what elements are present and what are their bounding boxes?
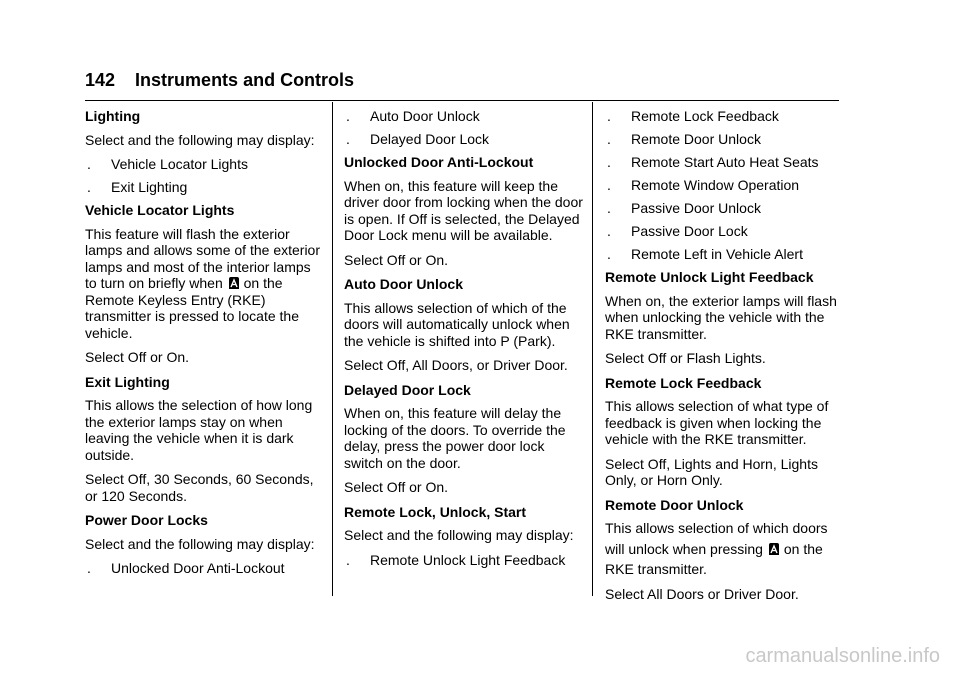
- list-item-text: Remote Door Unlock: [631, 131, 761, 147]
- paragraph: Select All Doors or Driver Door.: [605, 585, 799, 602]
- heading-lighting: Lighting: [85, 108, 141, 124]
- paragraph: Select Off, 30 Seconds, 60 Seconds, or 1…: [85, 471, 314, 504]
- list-item-text: Remote Lock Feedback: [631, 108, 779, 124]
- page-number: 142: [85, 70, 116, 90]
- key-fob-icon: [227, 276, 241, 290]
- column-2: . Auto Door Unlock . Delayed Door Lock Unl…: [344, 108, 584, 575]
- paragraph-text: will unlock when pressing: [605, 540, 763, 557]
- paragraph: This allows the selection of how long th…: [85, 397, 313, 463]
- bullet: .: [607, 131, 611, 147]
- heading-vehicle-locator-lights: Vehicle Locator Lights: [85, 202, 235, 218]
- paragraph: RKE transmitter.: [605, 561, 707, 577]
- paragraph: This feature will flash the exterior lam…: [85, 226, 325, 342]
- watermark: carmanualsonline.info: [745, 645, 940, 667]
- heading-remote-unlock-light-feedback: Remote Unlock Light Feedback: [605, 269, 814, 285]
- column-3: . Remote Lock Feedback . Remote Door Unloc…: [605, 108, 845, 610]
- bullet: .: [346, 551, 350, 568]
- heading-remote-door-unlock: Remote Door Unlock: [605, 496, 744, 513]
- list-item: . Unlocked Door Anti-Lockout: [85, 560, 325, 577]
- list-item-text: Remote Window Operation: [631, 177, 800, 193]
- bullet: .: [87, 560, 91, 576]
- paragraph-text: on the: [783, 540, 823, 557]
- paragraph: Select Off or On.: [344, 479, 449, 495]
- paragraph: When on, this feature will delay the loc…: [344, 405, 566, 471]
- bullet: .: [607, 108, 611, 124]
- bullet: .: [607, 246, 611, 262]
- bullet: .: [607, 223, 611, 239]
- list-item: . Remote Door Unlock: [605, 131, 845, 148]
- paragraph-text: on the Remote Keyless Entry (RKE) transm…: [85, 275, 299, 341]
- list-item: . Exit Lighting: [85, 179, 325, 196]
- heading-exit-lighting: Exit Lighting: [85, 373, 170, 390]
- list-item: . Remote Unlock Light Feedback: [344, 552, 584, 569]
- paragraph: Select Off, All Doors, or Driver Door.: [344, 357, 568, 373]
- list-item: . Delayed Door Lock: [344, 131, 584, 148]
- header-rule: [85, 100, 839, 101]
- page-header: 142 Instruments and Controls: [85, 70, 354, 91]
- paragraph: will unlock when pressing on the: [605, 541, 845, 558]
- bullet: .: [346, 108, 350, 124]
- paragraph: Select Off or On.: [85, 349, 190, 365]
- heading-auto-door-unlock: Auto Door Unlock: [344, 276, 463, 292]
- bullet: .: [607, 154, 611, 170]
- column-divider-1: [332, 102, 333, 596]
- list-item-text: Unlocked Door Anti-Lockout: [111, 560, 285, 576]
- paragraph: Select and the following may display:: [85, 131, 315, 148]
- section-title: Instruments and Controls: [135, 70, 355, 90]
- paragraph: When on, this feature will keep the driv…: [344, 177, 583, 244]
- list-item-text: Passive Door Unlock: [631, 200, 761, 216]
- list-item: . Remote Left in Vehicle Alert: [605, 246, 845, 263]
- key-fob-icon: [767, 542, 781, 556]
- paragraph: Select Off or Flash Lights.: [605, 350, 766, 366]
- paragraph: Select Off, Lights and Horn, Lights Only…: [605, 455, 818, 489]
- heading-unlocked-door-anti-lockout: Unlocked Door Anti-Lockout: [344, 154, 534, 170]
- column-divider-2: [592, 102, 593, 596]
- list-item: . Passive Door Lock: [605, 223, 845, 240]
- list-item-text: Exit Lighting: [111, 179, 188, 195]
- heading-delayed-door-lock: Delayed Door Lock: [344, 381, 471, 398]
- paragraph: This allows selection of which of the do…: [344, 299, 570, 349]
- bullet: .: [87, 179, 91, 195]
- list-item-text: Delayed Door Lock: [370, 131, 490, 147]
- paragraph: Select and the following may display:: [85, 535, 315, 552]
- bullet: .: [87, 156, 91, 172]
- paragraph: This allows selection of what type of fe…: [605, 398, 829, 447]
- bullet: .: [346, 131, 350, 147]
- heading-power-door-locks: Power Door Locks: [85, 512, 208, 528]
- list-item-text: Remote Left in Vehicle Alert: [631, 246, 803, 262]
- list-item-text: Vehicle Locator Lights: [111, 156, 248, 172]
- list-item-text: Passive Door Lock: [631, 223, 748, 239]
- list-item: . Remote Start Auto Heat Seats: [605, 154, 845, 171]
- list-item-text: Remote Start Auto Heat Seats: [631, 154, 819, 170]
- list-item: . Remote Window Operation: [605, 177, 845, 194]
- heading-remote-lock-unlock-start: Remote Lock, Unlock, Start: [344, 503, 527, 520]
- heading-remote-lock-feedback: Remote Lock Feedback: [605, 374, 762, 391]
- list-item-text: Remote Unlock Light Feedback: [370, 551, 566, 568]
- column-1: Lighting Select and the following may di…: [85, 108, 325, 583]
- paragraph: Select Off or On.: [344, 251, 449, 268]
- list-item: . Passive Door Unlock: [605, 200, 845, 217]
- bullet: .: [607, 177, 611, 193]
- paragraph: Select and the following may display:: [344, 527, 574, 543]
- paragraph-text: This feature will flash the exterior lam…: [85, 225, 320, 292]
- list-item-text: Auto Door Unlock: [370, 108, 480, 124]
- list-item: . Auto Door Unlock: [344, 108, 584, 125]
- bullet: .: [607, 200, 611, 216]
- paragraph: When on, the exterior lamps will flash w…: [605, 292, 837, 342]
- paragraph: This allows selection of which doors: [605, 520, 828, 536]
- list-item: . Remote Lock Feedback: [605, 108, 845, 125]
- list-item: . Vehicle Locator Lights: [85, 156, 325, 173]
